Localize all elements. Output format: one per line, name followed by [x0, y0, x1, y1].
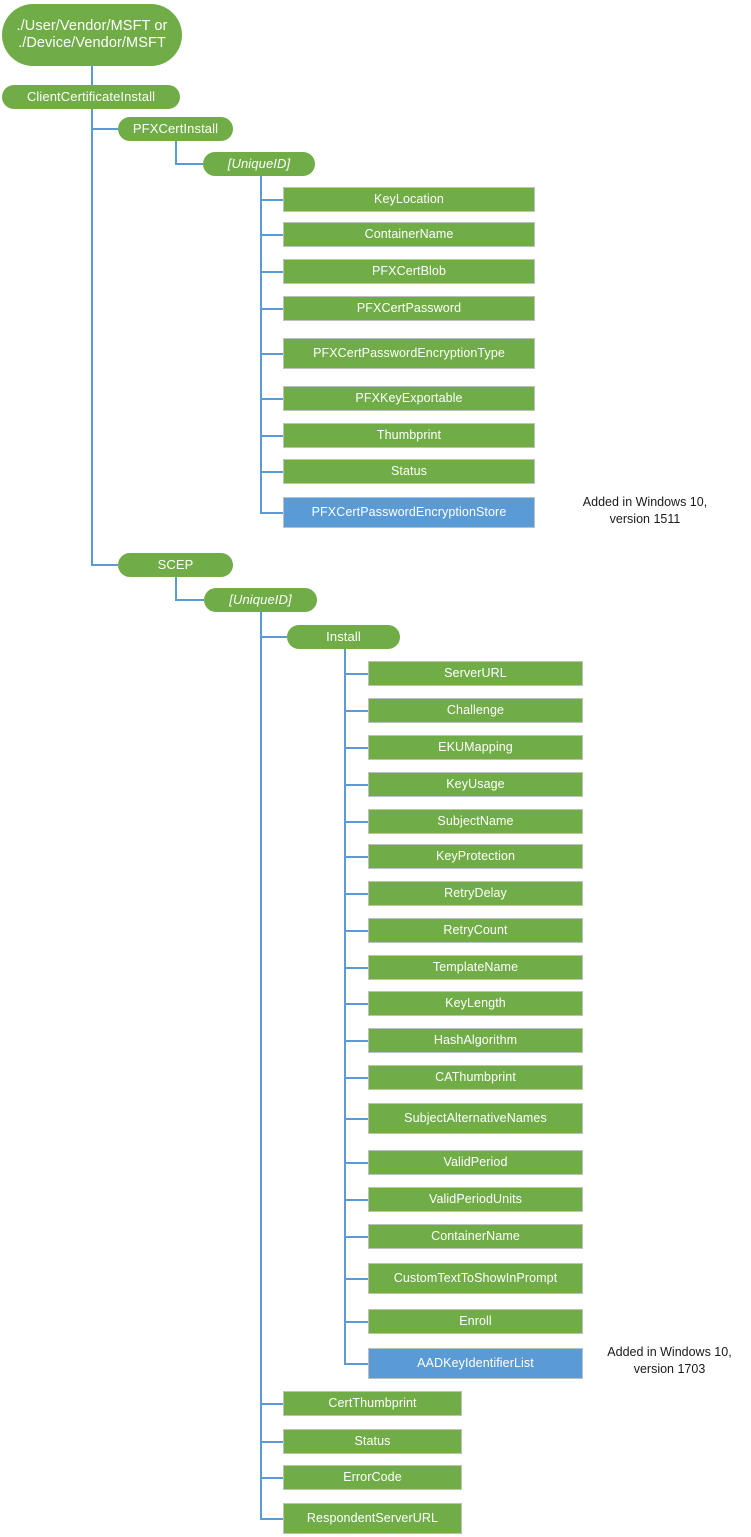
- node-install-validperiodunits[interactable]: ValidPeriodUnits: [368, 1187, 583, 1212]
- node-install-cathumbprint[interactable]: CAThumbprint: [368, 1065, 583, 1090]
- node-scep-install[interactable]: Install: [287, 625, 400, 649]
- connector-install-child-9: [344, 1003, 368, 1005]
- connector-install-child-2: [344, 747, 368, 749]
- node-root[interactable]: ./User/Vendor/MSFT or ./Device/Vendor/MS…: [2, 4, 182, 66]
- node-pfxcertinstall[interactable]: PFXCertInstall: [118, 117, 233, 141]
- node-scep-certthumbprint[interactable]: CertThumbprint: [283, 1391, 462, 1416]
- node-install-customtexttoshowinprompt[interactable]: CustomTextToShowInPrompt: [368, 1263, 583, 1294]
- connector-scep-sibling-0: [260, 1403, 283, 1405]
- connector-level1-trunk: [91, 109, 93, 566]
- node-install-challenge[interactable]: Challenge: [368, 698, 583, 723]
- connector-pfx-child-2: [260, 271, 283, 273]
- connector-level1-to-pfx: [91, 128, 118, 130]
- connector-scep-to-install: [260, 636, 287, 638]
- node-install-enroll[interactable]: Enroll: [368, 1309, 583, 1334]
- node-pfx-pfxcertblob[interactable]: PFXCertBlob: [283, 259, 535, 284]
- node-scep-respondentserverurl[interactable]: RespondentServerURL: [283, 1503, 462, 1534]
- connector-scep-to-uniqueid-v: [175, 577, 177, 599]
- node-pfx-pfxkeyexportable[interactable]: PFXKeyExportable: [283, 386, 535, 411]
- node-install-ekumapping[interactable]: EKUMapping: [368, 735, 583, 760]
- connector-scep-sibling-3: [260, 1518, 283, 1520]
- connector-install-child-3: [344, 784, 368, 786]
- connector-scep-sibling-2: [260, 1477, 283, 1479]
- node-pfx-status[interactable]: Status: [283, 459, 535, 484]
- connector-install-child-0: [344, 673, 368, 675]
- node-scep-uniqueid[interactable]: [UniqueID]: [204, 588, 317, 612]
- node-scep[interactable]: SCEP: [118, 553, 233, 577]
- node-install-templatename[interactable]: TemplateName: [368, 955, 583, 980]
- node-scep-errorcode[interactable]: ErrorCode: [283, 1465, 462, 1490]
- connector-pfx-child-6: [260, 435, 283, 437]
- node-install-keylength[interactable]: KeyLength: [368, 991, 583, 1016]
- connector-install-child-4: [344, 821, 368, 823]
- annotation-pfx-added-in: Added in Windows 10, version 1511: [582, 495, 708, 526]
- connector-install-child-15: [344, 1236, 368, 1238]
- node-install-keyprotection[interactable]: KeyProtection: [368, 844, 583, 869]
- connector-install-child-12: [344, 1118, 368, 1120]
- connector-pfx-child-3: [260, 308, 283, 310]
- connector-pfx-child-1: [260, 234, 283, 236]
- connector-install-child-13: [344, 1162, 368, 1164]
- connector-install-trunk: [344, 649, 346, 1364]
- node-install-hashalgorithm[interactable]: HashAlgorithm: [368, 1028, 583, 1053]
- node-install-subjectname[interactable]: SubjectName: [368, 809, 583, 834]
- node-pfx-uniqueid[interactable]: [UniqueID]: [203, 152, 315, 176]
- node-pfx-keylocation[interactable]: KeyLocation: [283, 187, 535, 212]
- connector-level1-to-scep: [91, 564, 118, 566]
- node-install-serverurl[interactable]: ServerURL: [368, 661, 583, 686]
- connector-pfx-to-uniqueid-v: [175, 141, 177, 163]
- connector-root-to-level1: [91, 66, 93, 85]
- node-install-keyusage[interactable]: KeyUsage: [368, 772, 583, 797]
- connector-install-child-1: [344, 710, 368, 712]
- connector-pfx-child-4: [260, 353, 283, 355]
- node-install-validperiod[interactable]: ValidPeriod: [368, 1150, 583, 1175]
- connector-install-child-16: [344, 1278, 368, 1280]
- node-install-retrycount[interactable]: RetryCount: [368, 918, 583, 943]
- connector-install-child-6: [344, 893, 368, 895]
- node-install-subjectalternativenames[interactable]: SubjectAlternativeNames: [368, 1103, 583, 1134]
- connector-install-child-18: [344, 1363, 368, 1365]
- connector-pfx-child-7: [260, 471, 283, 473]
- connector-install-child-11: [344, 1077, 368, 1079]
- node-install-retrydelay[interactable]: RetryDelay: [368, 881, 583, 906]
- connector-pfx-child-8: [260, 512, 283, 514]
- connector-scep-sibling-1: [260, 1441, 283, 1443]
- node-scep-status[interactable]: Status: [283, 1429, 462, 1454]
- connector-install-child-17: [344, 1321, 368, 1323]
- connector-pfx-uniqueid-trunk: [260, 176, 262, 512]
- connector-install-child-10: [344, 1040, 368, 1042]
- connector-scep-uniqueid-trunk: [260, 612, 262, 1518]
- connector-install-child-5: [344, 856, 368, 858]
- node-clientcertificateinstall[interactable]: ClientCertificateInstall: [2, 85, 180, 109]
- node-install-containername[interactable]: ContainerName: [368, 1224, 583, 1249]
- node-pfx-thumbprint[interactable]: Thumbprint: [283, 423, 535, 448]
- node-pfx-pfxcertpasswordencryptionstore[interactable]: PFXCertPasswordEncryptionStore: [283, 497, 535, 528]
- connector-pfx-to-uniqueid-h: [175, 163, 203, 165]
- connector-pfx-child-5: [260, 398, 283, 400]
- annotation-install-added-in: Added in Windows 10, version 1703: [607, 1345, 732, 1376]
- node-pfx-containername[interactable]: ContainerName: [283, 222, 535, 247]
- node-pfx-pfxcertpasswordencryptiontype[interactable]: PFXCertPasswordEncryptionType: [283, 338, 535, 369]
- connector-install-child-14: [344, 1199, 368, 1201]
- connector-install-child-8: [344, 967, 368, 969]
- connector-install-child-7: [344, 930, 368, 932]
- node-install-aadkeyidentifierlist[interactable]: AADKeyIdentifierList: [368, 1348, 583, 1379]
- connector-scep-to-uniqueid-h: [175, 599, 204, 601]
- connector-pfx-child-0: [260, 199, 283, 201]
- node-pfx-pfxcertpassword[interactable]: PFXCertPassword: [283, 296, 535, 321]
